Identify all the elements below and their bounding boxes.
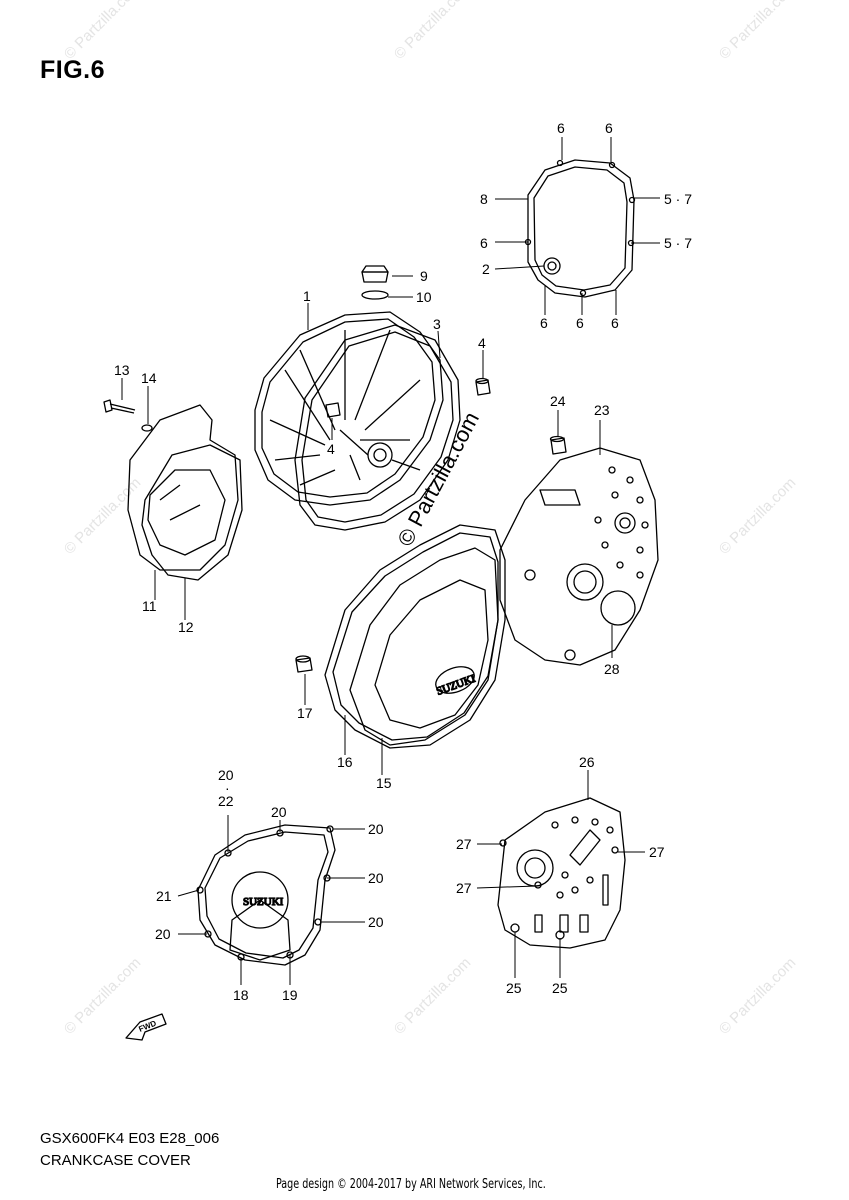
callout-label: 6 [605,120,613,136]
callout-label: 6 [540,315,548,331]
model-code: GSX600FK4 E03 E28_006 [40,1130,220,1147]
callout-label: 11 [142,598,157,614]
clutch-cover-gasket [294,324,461,531]
callout-label: 20 [368,821,384,837]
callout-label: 23 [594,402,610,418]
callout-label: 15 [376,775,392,791]
engine-cover-lower-left [196,824,336,966]
callout-label: 6 [576,315,584,331]
oil-filler-cap [361,265,389,300]
engine-cover-lower-right [497,797,626,949]
figure-title: FIG.6 [40,56,106,84]
callout-label: 28 [604,661,620,677]
starter-clutch-cover [499,447,659,666]
watermark: © Partzilla.com [61,474,144,557]
watermark: © Partzilla.com [716,474,799,557]
callout-label: 20 [368,870,384,886]
brand-mark: SUZUKI [243,896,284,908]
callout-label: 27 [456,880,472,896]
dowel-pin [325,402,341,418]
callout-label: 20 [155,926,171,942]
callout-label: 2 [482,261,490,277]
callout-label: 6 [480,235,488,251]
watermark: © Partzilla.com [61,954,144,1037]
watermark: © Partzilla.com [716,0,799,63]
washer [141,424,153,432]
callout-label: · [225,780,230,796]
dowel-pin [549,435,567,455]
callout-label: 14 [141,370,157,386]
watermark-center: © Partzilla.com [392,408,484,551]
callout-label: 21 [156,888,172,904]
callout-label: 4 [478,335,486,351]
callout-label: 3 [433,316,441,332]
clutch-cover [254,311,444,506]
callout-label: 1 [303,288,311,304]
callout-label: 12 [178,619,194,635]
callout-labels: 6 6 8 5 · 7 6 5 · 7 2 9 10 1 6 6 6 3 4 1… [114,120,692,1003]
watermark: © Partzilla.com [716,954,799,1037]
callout-label: 6 [611,315,619,331]
callout-label: 24 [550,393,566,409]
generator-cover [349,547,499,746]
dowel-pin [295,655,313,673]
callout-label: 16 [337,754,353,770]
watermark: © Partzilla.com [61,0,144,63]
callout-label: 9 [420,268,428,284]
generator-cover-gasket [324,524,506,749]
dowel-pin [475,377,491,396]
watermark: © Partzilla.com [391,0,474,63]
callout-label: 6 [557,120,565,136]
callout-label: 4 [327,441,335,457]
callout-label: 22 [218,793,234,809]
callout-label: 5 · 7 [664,235,692,251]
callout-label: 26 [579,754,595,770]
callout-label: 5 · 7 [664,191,692,207]
section-title: CRANKCASE COVER [40,1152,191,1169]
forward-direction-arrow [125,1013,167,1041]
callout-label: 13 [114,362,130,378]
callout-label: 20 [218,767,234,783]
gasket-top-right [524,159,636,298]
side-cover-gasket [141,444,243,581]
callout-label: 10 [416,289,432,305]
callout-label: 27 [649,844,665,860]
watermark: © Partzilla.com [391,954,474,1037]
side-cover-left [127,404,239,571]
callout-label: 18 [233,987,249,1003]
bolt [103,399,136,414]
copyright-notice: Page design © 2004-2017 by ARI Network S… [276,1177,546,1192]
callout-label: 25 [552,980,568,996]
leader-lines [121,137,660,985]
callout-label: 20 [368,914,384,930]
callout-label: 27 [456,836,472,852]
callout-label: 25 [506,980,522,996]
callout-label: 8 [480,191,488,207]
callout-label: 19 [282,987,298,1003]
callout-label: 20 [271,804,287,820]
callout-label: 17 [297,705,313,721]
